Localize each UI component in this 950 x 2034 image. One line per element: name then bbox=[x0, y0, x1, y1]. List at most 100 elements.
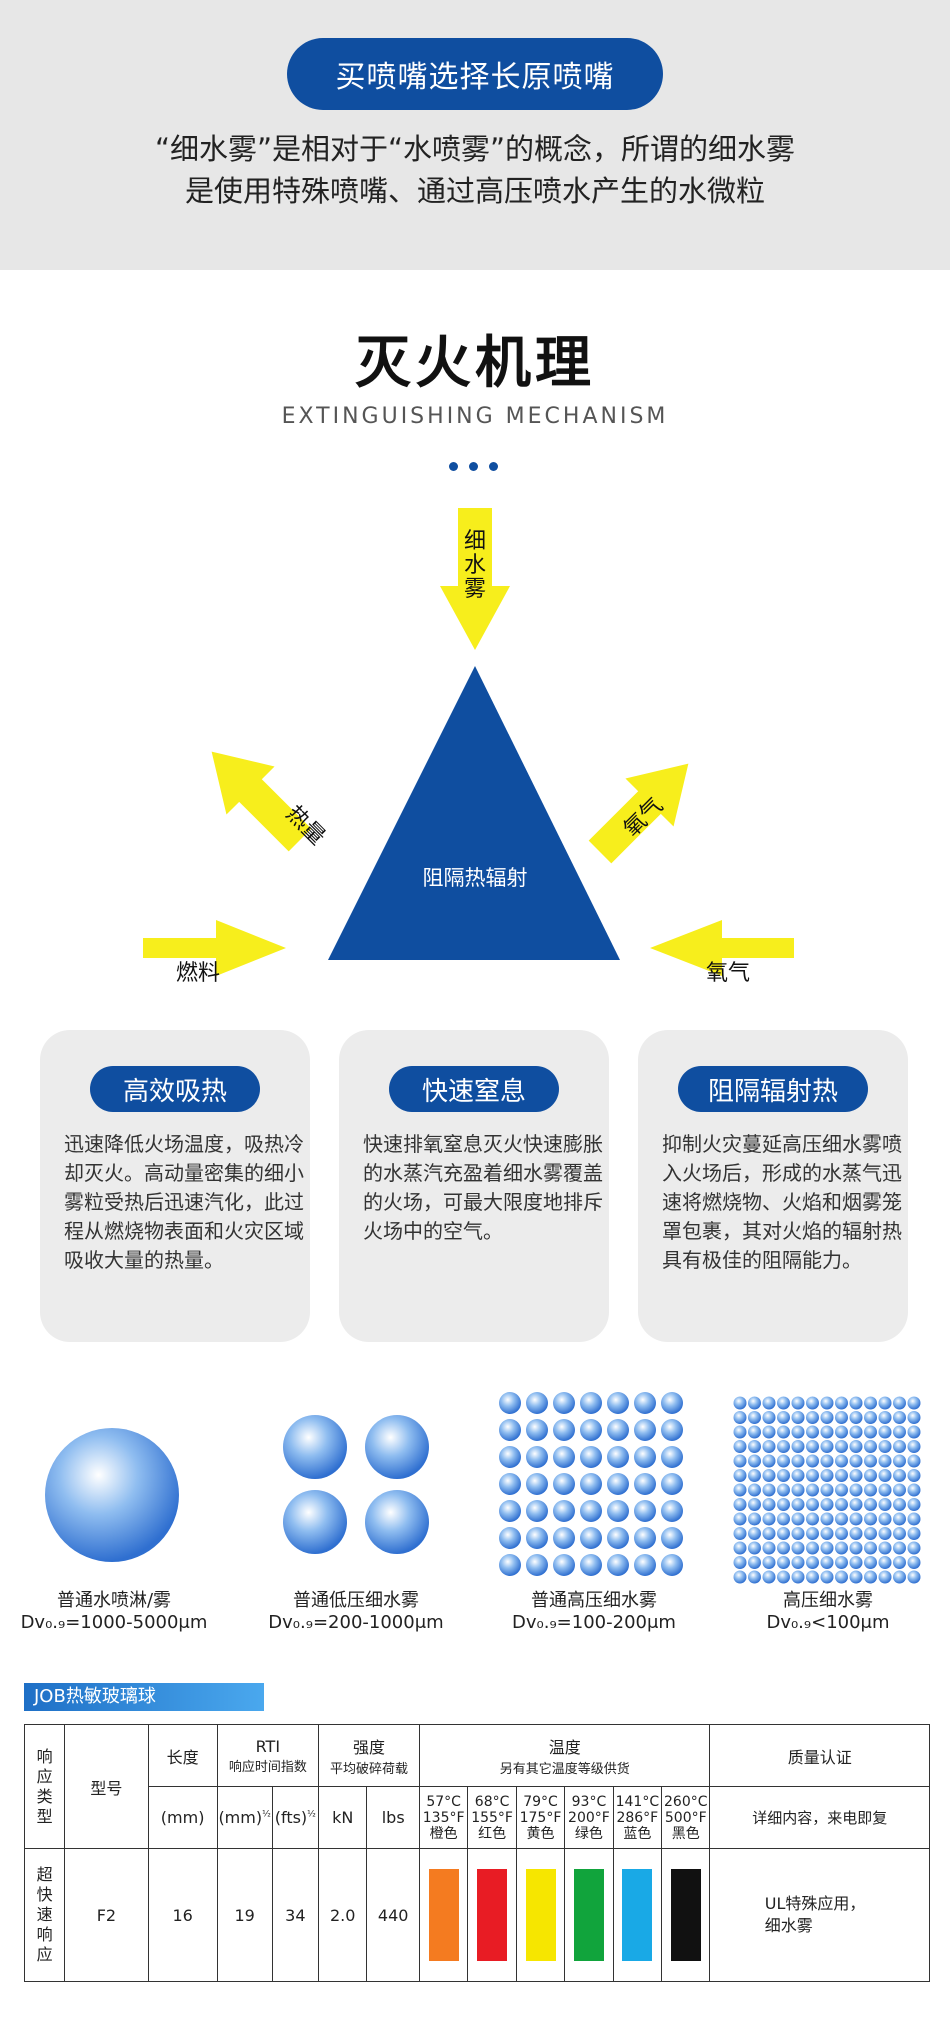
droplet-tiny bbox=[820, 1396, 834, 1410]
droplet-tiny bbox=[849, 1454, 863, 1468]
droplet-tiny bbox=[893, 1541, 906, 1555]
droplet-medium-group bbox=[283, 1415, 429, 1554]
droplet-tiny bbox=[806, 1411, 819, 1424]
droplet-small bbox=[661, 1500, 683, 1522]
droplet-tiny bbox=[733, 1483, 747, 1497]
droplet-tiny bbox=[907, 1527, 921, 1540]
droplet-tiny bbox=[748, 1512, 761, 1526]
droplet-tiny bbox=[849, 1498, 863, 1511]
droplet-tiny bbox=[835, 1570, 848, 1584]
droplet-small bbox=[580, 1473, 602, 1495]
droplet-tiny bbox=[864, 1454, 877, 1468]
droplet-small bbox=[553, 1392, 575, 1414]
droplet-small bbox=[661, 1554, 683, 1576]
droplet-tiny bbox=[907, 1454, 921, 1468]
droplet-tiny bbox=[806, 1527, 819, 1540]
row-lbs: 440 bbox=[366, 1848, 420, 1982]
droplet-tiny bbox=[878, 1411, 892, 1424]
droplet-small bbox=[499, 1446, 521, 1468]
row-type: 超快速响应 bbox=[23, 1848, 66, 1982]
droplet-tiny bbox=[733, 1527, 747, 1540]
droplet-tiny bbox=[762, 1556, 776, 1569]
droplet-tiny bbox=[893, 1527, 906, 1540]
droplet-small bbox=[634, 1500, 656, 1522]
droplet-tiny bbox=[777, 1396, 790, 1410]
droplet-tiny bbox=[777, 1411, 790, 1424]
droplet-tiny bbox=[791, 1570, 805, 1584]
droplet-small bbox=[580, 1554, 602, 1576]
arrow-fuel bbox=[143, 920, 286, 976]
droplet-tiny bbox=[893, 1425, 906, 1439]
droplet-tiny bbox=[777, 1541, 790, 1555]
droplet-tiny bbox=[893, 1454, 906, 1468]
droplet-tiny bbox=[748, 1556, 761, 1569]
droplet-tiny bbox=[791, 1498, 805, 1511]
droplet-tiny bbox=[748, 1469, 761, 1482]
droplet-tiny bbox=[791, 1556, 805, 1569]
droplet-tiny bbox=[849, 1411, 863, 1424]
droplet-tiny bbox=[748, 1570, 761, 1584]
droplet-tiny bbox=[733, 1454, 747, 1468]
swatch-orange bbox=[418, 1848, 469, 1982]
droplet-tiny bbox=[835, 1411, 848, 1424]
droplet-small bbox=[580, 1500, 602, 1522]
droplet-tiny bbox=[748, 1440, 761, 1453]
droplet-tiny bbox=[806, 1570, 819, 1584]
row-cert: UL特殊应用，细水雾 bbox=[709, 1848, 930, 1982]
droplet-tiny bbox=[878, 1498, 892, 1511]
card-text: 抑制火灾蔓延高压细水雾喷入火场后，形成的水蒸气迅速将燃烧物、火焰和烟雾笼罩包裹，… bbox=[662, 1132, 902, 1272]
droplet-tiny bbox=[733, 1512, 747, 1526]
droplet-tiny bbox=[907, 1440, 921, 1453]
droplet-tiny bbox=[762, 1440, 776, 1453]
droplet-small bbox=[499, 1500, 521, 1522]
droplet-small bbox=[607, 1392, 629, 1414]
header-model: 型号 bbox=[64, 1724, 149, 1849]
header-cert: 质量认证 bbox=[709, 1724, 930, 1787]
mechanism-title: 灭火机理 bbox=[355, 331, 595, 396]
droplet-tiny bbox=[762, 1541, 776, 1555]
droplet-tiny bbox=[820, 1541, 834, 1555]
droplet-tiny bbox=[806, 1454, 819, 1468]
droplet-tiny bbox=[878, 1512, 892, 1526]
droplet-tiny bbox=[733, 1570, 747, 1584]
droplet-tiny bbox=[806, 1425, 819, 1439]
droplet-tiny bbox=[762, 1498, 776, 1511]
droplet-tiny bbox=[806, 1396, 819, 1410]
droplet-tiny bbox=[835, 1498, 848, 1511]
droplet-tiny bbox=[849, 1541, 863, 1555]
droplet-tiny bbox=[835, 1541, 848, 1555]
droplet-tiny bbox=[777, 1512, 790, 1526]
droplet-tiny bbox=[893, 1396, 906, 1410]
droplet-tiny bbox=[820, 1411, 834, 1424]
droplet-small bbox=[607, 1419, 629, 1441]
droplet-tiny bbox=[791, 1527, 805, 1540]
droplet-tiny bbox=[733, 1425, 747, 1439]
droplet-tiny bbox=[893, 1556, 906, 1569]
swatch-black bbox=[661, 1848, 711, 1982]
droplet-tiny bbox=[864, 1527, 877, 1540]
droplet-tiny bbox=[806, 1483, 819, 1497]
droplet-tiny bbox=[835, 1527, 848, 1540]
droplet-tiny bbox=[849, 1483, 863, 1497]
droplet-tiny bbox=[864, 1440, 877, 1453]
droplet-tiny bbox=[791, 1454, 805, 1468]
droplet-tiny bbox=[835, 1454, 848, 1468]
droplet-small bbox=[634, 1446, 656, 1468]
droplet-tiny bbox=[820, 1469, 834, 1482]
droplet-tiny bbox=[791, 1440, 805, 1453]
swatch-yellow bbox=[515, 1848, 566, 1982]
card-text: 迅速降低火场温度，吸热冷却灭火。高动量密集的细小雾粒受热后迅速汽化，此过程从燃烧… bbox=[64, 1132, 304, 1272]
droplet-small bbox=[634, 1473, 656, 1495]
droplet-tiny bbox=[806, 1469, 819, 1482]
droplet-tiny bbox=[733, 1440, 747, 1453]
droplet-small bbox=[661, 1392, 683, 1414]
droplet-tiny bbox=[762, 1396, 776, 1410]
unit-cert: 详细内容，来电即复 bbox=[709, 1786, 930, 1849]
droplet-tiny bbox=[748, 1527, 761, 1540]
droplet-tiny bbox=[864, 1570, 877, 1584]
droplet-tiny bbox=[907, 1483, 921, 1497]
droplet-small bbox=[499, 1554, 521, 1576]
droplet-tiny bbox=[748, 1396, 761, 1410]
